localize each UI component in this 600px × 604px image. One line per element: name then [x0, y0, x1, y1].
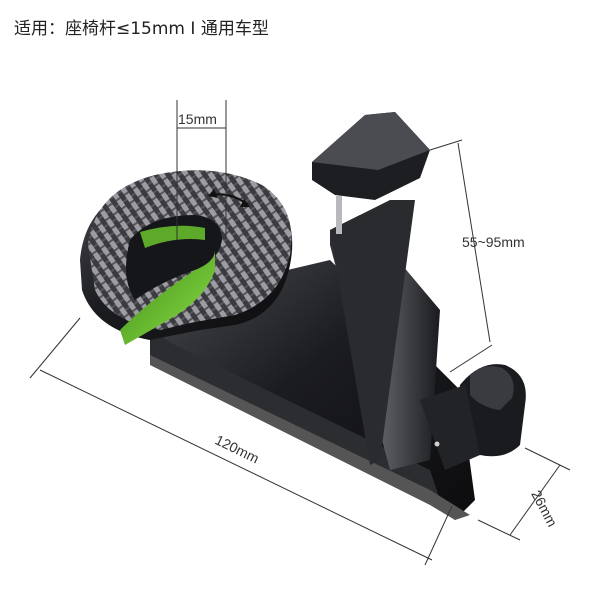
hook-ring — [80, 170, 293, 345]
rod-gap-label: 15mm — [178, 111, 217, 127]
clamp-range-label: 55~95mm — [462, 234, 525, 250]
dimension-rod-gap: 15mm — [176, 100, 227, 240]
dimension-clamp-range: 55~95mm — [429, 139, 525, 373]
length-label: 120mm — [213, 432, 262, 467]
dimension-thickness: 26mm — [477, 447, 571, 541]
thickness-label: 26mm — [528, 487, 560, 529]
spec-caption: 适用：座椅杆≤15mm I 通用车型 — [14, 19, 269, 39]
phone-clamp — [312, 112, 526, 470]
